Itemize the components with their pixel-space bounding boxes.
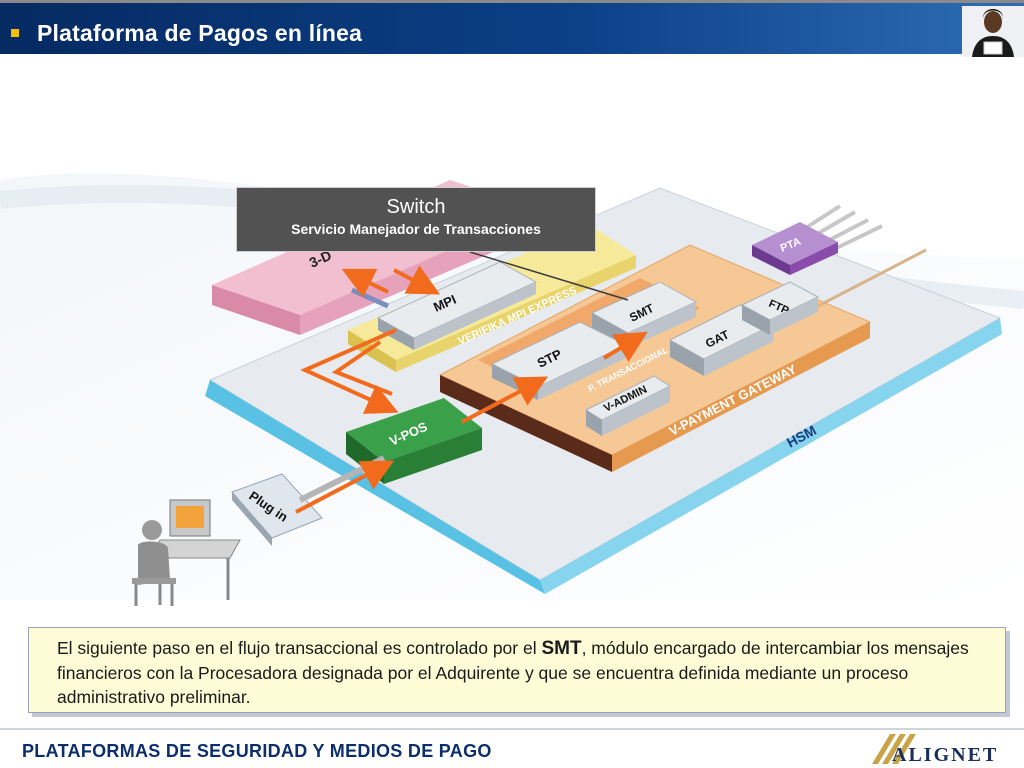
callout-title: Switch bbox=[386, 196, 446, 218]
title-bullet bbox=[11, 29, 19, 37]
footer-divider bbox=[0, 728, 1024, 730]
description-part1: El siguiente paso en el flujo transaccio… bbox=[57, 638, 542, 658]
vpos-module: V-POS bbox=[346, 398, 482, 484]
flow-arrows bbox=[295, 265, 648, 514]
description-part2: , módulo encargado de intercambiar los m… bbox=[57, 638, 969, 707]
footer-title: PLATAFORMAS DE SEGURIDAD Y MEDIOS DE PAG… bbox=[22, 741, 492, 761]
description-box: El siguiente paso en el flujo transaccio… bbox=[28, 627, 1006, 713]
payment-platform-diagram: HSM 3-D VERIFIKA MPI EXPRESS V-PAYMENT G… bbox=[0, 173, 1024, 606]
alignet-logo: ALIGNET bbox=[868, 730, 1018, 768]
header-bar: Plataforma de Pagos en línea bbox=[0, 0, 1024, 57]
user-at-computer-icon bbox=[132, 499, 241, 606]
pta-module: PTA bbox=[752, 204, 927, 308]
switch-callout: Switch Servicio Manejador de Transaccion… bbox=[236, 187, 596, 252]
plugin-module: Plug in bbox=[231, 473, 323, 546]
description-smt: SMT bbox=[541, 638, 582, 659]
mpi-module: MPI bbox=[376, 261, 538, 350]
logo-stripes-icon bbox=[872, 734, 916, 764]
description-text: El siguiente paso en el flujo transaccio… bbox=[57, 636, 987, 709]
presenter-portrait-icon bbox=[962, 6, 1024, 57]
logo-wordmark: ALIGNET bbox=[892, 744, 999, 766]
callout-pointer bbox=[469, 251, 629, 301]
callout-subtitle: Servicio Manejador de Transacciones bbox=[291, 221, 541, 237]
slide-title: Plataforma de Pagos en línea bbox=[37, 20, 363, 46]
ftp-module: FTP bbox=[740, 281, 820, 335]
